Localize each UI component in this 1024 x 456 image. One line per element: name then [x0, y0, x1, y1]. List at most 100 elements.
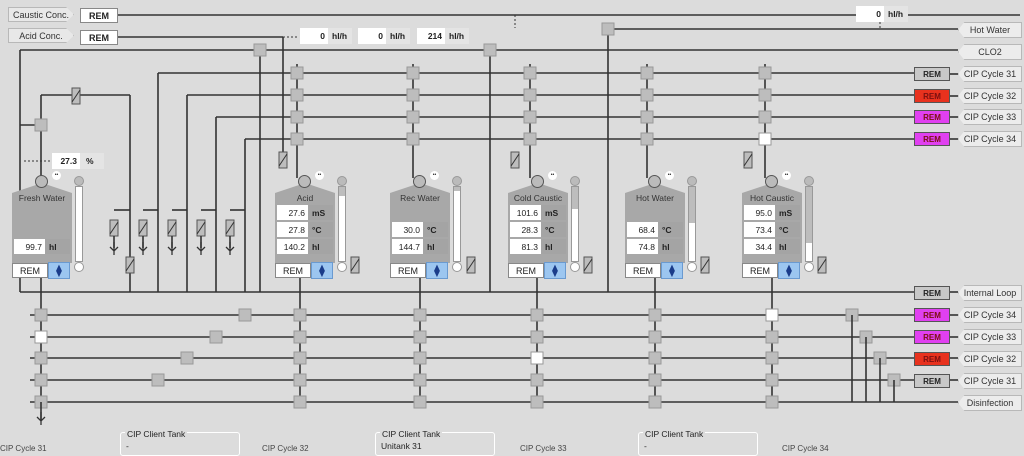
valve[interactable]	[34, 308, 48, 322]
valve[interactable]	[293, 351, 307, 365]
mixer-icon[interactable]: ⧫	[661, 262, 683, 279]
valve[interactable]	[648, 330, 662, 344]
valve[interactable]	[765, 351, 779, 365]
control-valve-icon[interactable]	[743, 151, 753, 169]
control-valve-icon[interactable]	[350, 256, 360, 274]
valve[interactable]	[648, 308, 662, 322]
acid-conc-rem-button[interactable]: REM	[80, 30, 118, 45]
return-rem-button[interactable]: REM	[914, 286, 950, 300]
valve[interactable]	[290, 66, 304, 80]
valve[interactable]	[34, 351, 48, 365]
valve[interactable]	[34, 330, 48, 344]
return-rem-button[interactable]: REM	[914, 308, 950, 322]
valve[interactable]	[180, 351, 194, 365]
return-rem-button[interactable]: REM	[914, 374, 950, 388]
control-valve-icon[interactable]	[125, 256, 135, 274]
valve[interactable]	[406, 66, 420, 80]
valve[interactable]	[293, 308, 307, 322]
control-valve-icon[interactable]	[225, 219, 235, 237]
tank-rem-button[interactable]: REM	[12, 263, 48, 278]
valve[interactable]	[640, 132, 654, 146]
valve[interactable]	[523, 110, 537, 124]
valve[interactable]	[290, 132, 304, 146]
valve[interactable]	[523, 66, 537, 80]
valve[interactable]	[238, 308, 252, 322]
valve[interactable]	[648, 395, 662, 409]
valve[interactable]	[290, 110, 304, 124]
valve[interactable]	[293, 330, 307, 344]
valve[interactable]	[34, 118, 48, 132]
valve[interactable]	[406, 132, 420, 146]
valve[interactable]	[530, 373, 544, 387]
control-valve-icon[interactable]	[466, 256, 476, 274]
valve[interactable]	[523, 132, 537, 146]
valve[interactable]	[758, 88, 772, 102]
valve[interactable]	[413, 395, 427, 409]
valve[interactable]	[640, 88, 654, 102]
mixer-icon[interactable]: ⧫	[311, 262, 333, 279]
valve[interactable]	[758, 110, 772, 124]
valve[interactable]	[406, 110, 420, 124]
valve[interactable]	[34, 373, 48, 387]
valve[interactable]	[648, 351, 662, 365]
valve[interactable]	[413, 351, 427, 365]
control-valve-icon[interactable]	[278, 151, 288, 169]
valve[interactable]	[530, 308, 544, 322]
return-rem-button[interactable]: REM	[914, 352, 950, 366]
tank-rem-button[interactable]: REM	[275, 263, 311, 278]
valve[interactable]	[765, 308, 779, 322]
tank-rem-button[interactable]: REM	[390, 263, 426, 278]
valve[interactable]	[406, 88, 420, 102]
control-valve-icon[interactable]	[196, 219, 206, 237]
supply-rem-button[interactable]: REM	[914, 89, 950, 103]
tank-rem-button[interactable]: REM	[508, 263, 544, 278]
control-valve-icon[interactable]	[700, 256, 710, 274]
valve[interactable]	[483, 43, 497, 57]
valve[interactable]	[530, 351, 544, 365]
valve[interactable]	[290, 88, 304, 102]
mixer-icon[interactable]: ⧫	[544, 262, 566, 279]
mixer-icon[interactable]: ⧫	[48, 262, 70, 279]
control-valve-icon[interactable]	[71, 87, 81, 105]
valve[interactable]	[640, 66, 654, 80]
valve[interactable]	[758, 132, 772, 146]
supply-rem-button[interactable]: REM	[914, 110, 950, 124]
valve[interactable]	[151, 373, 165, 387]
valve[interactable]	[765, 373, 779, 387]
valve[interactable]	[293, 373, 307, 387]
control-valve-icon[interactable]	[817, 256, 827, 274]
control-valve-icon[interactable]	[109, 219, 119, 237]
valve[interactable]	[413, 373, 427, 387]
return-rem-button[interactable]: REM	[914, 330, 950, 344]
control-valve-icon[interactable]	[583, 256, 593, 274]
valve[interactable]	[209, 330, 223, 344]
valve[interactable]	[413, 330, 427, 344]
control-valve-icon[interactable]	[138, 219, 148, 237]
valve[interactable]	[253, 43, 267, 57]
valve[interactable]	[640, 110, 654, 124]
valve[interactable]	[530, 395, 544, 409]
caustic-conc-rem-button[interactable]: REM	[80, 8, 118, 23]
valve[interactable]	[523, 88, 537, 102]
tank-rem-button[interactable]: REM	[625, 263, 661, 278]
valve[interactable]	[758, 66, 772, 80]
tank-rem-button[interactable]: REM	[742, 263, 778, 278]
valve[interactable]	[413, 308, 427, 322]
valve[interactable]	[293, 395, 307, 409]
mixer-icon[interactable]: ⧫	[778, 262, 800, 279]
valve[interactable]	[648, 373, 662, 387]
control-valve-icon[interactable]	[167, 219, 177, 237]
valve[interactable]	[765, 330, 779, 344]
mixer-icon[interactable]: ⧫	[426, 262, 448, 279]
valve[interactable]	[765, 395, 779, 409]
supply-rem-button[interactable]: REM	[914, 67, 950, 81]
valve[interactable]	[601, 22, 615, 36]
valve[interactable]	[530, 330, 544, 344]
control-valve-icon[interactable]	[510, 151, 520, 169]
